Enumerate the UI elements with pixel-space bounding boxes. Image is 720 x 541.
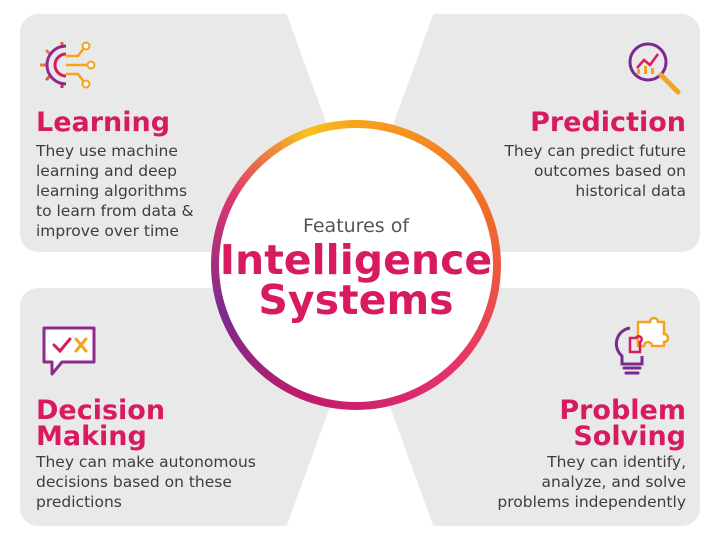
learning-title: Learning (36, 107, 171, 138)
decision-making-description: They can make autonomous decisions based… (36, 453, 256, 511)
prediction-description: They can predict future outcomes based o… (504, 142, 686, 200)
gear-circuit-icon (40, 41, 96, 89)
magnifier-chart-icon (628, 42, 681, 95)
problem-solving-title: Problem Solving (559, 395, 686, 452)
center-title: Intelligence Systems (219, 236, 493, 324)
puzzle-bulb-icon (614, 316, 670, 375)
problem-solving-description: They can identify, analyze, and solve pr… (497, 453, 686, 511)
center-circle (219, 128, 493, 402)
decision-making-title: Decision Making (36, 395, 166, 452)
center-subtitle: Features of (302, 215, 410, 237)
prediction-title: Prediction (530, 107, 686, 138)
check-cross-speech-icon (42, 326, 96, 376)
learning-description: They use machine learning and deep learn… (36, 142, 194, 240)
